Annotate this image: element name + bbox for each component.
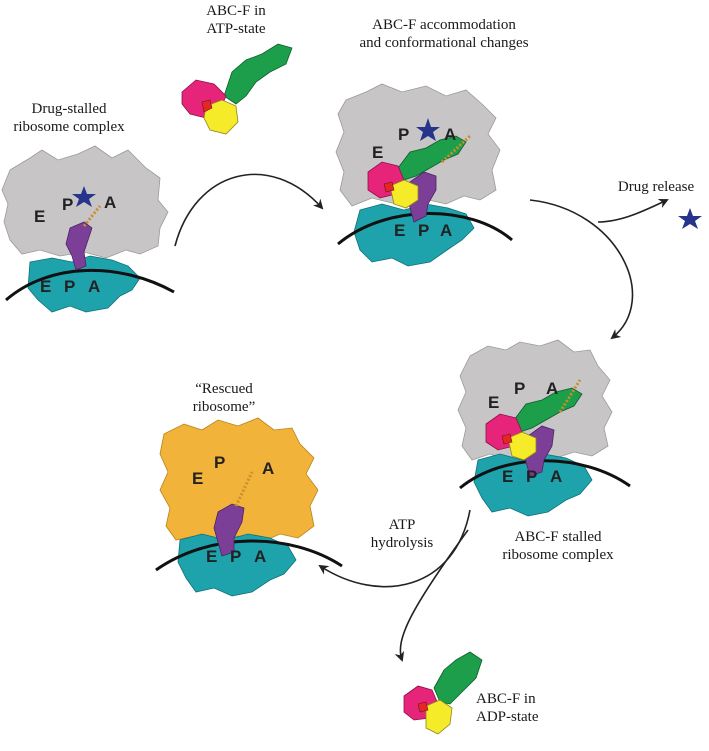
- site-e-large: E: [192, 469, 203, 488]
- trna-tether: [82, 205, 102, 227]
- arrows: [174, 173, 669, 662]
- label-atp-hydrolysis: ATP hydrolysis: [362, 516, 442, 552]
- site-p-small: P: [64, 277, 75, 296]
- site-p-large: P: [214, 453, 225, 472]
- abcf-yellow-domain: [389, 179, 419, 209]
- label-abcf-adp-line1: ABC-F in: [476, 691, 536, 707]
- abcf-red-atp: [383, 181, 395, 193]
- abcf-yellow-domain: [425, 699, 453, 735]
- site-e-large: E: [34, 207, 45, 226]
- small-subunit: [177, 533, 297, 597]
- site-e-large: E: [488, 393, 499, 412]
- label-abcf-atp-line1: ABC-F in: [206, 3, 266, 19]
- abcf-red-atp: [501, 433, 513, 445]
- mrna-strand: [155, 539, 343, 572]
- site-p-large: P: [514, 379, 525, 398]
- site-a-small: A: [88, 277, 100, 296]
- released-drug-star: [678, 208, 702, 229]
- arrow-stalled-to-accommodation: [174, 173, 324, 247]
- site-e-small: E: [394, 221, 405, 240]
- label-rescued-line1: “Rescued: [195, 381, 253, 397]
- site-e-small: E: [502, 467, 513, 486]
- abcf-stalled-complex: E P A E P A: [457, 339, 631, 517]
- nascent-peptide: [213, 503, 245, 557]
- label-abcf-stalled: ABC-F stalled ribosome complex: [488, 528, 628, 564]
- drug-stalled-complex: E P A E P A: [1, 145, 175, 313]
- label-accommodation: ABC-F accommodation and conformational c…: [344, 16, 544, 52]
- label-drug-release-line: Drug release: [617, 179, 695, 195]
- label-abcf-adp-state: ABC-F in ADP-state: [476, 690, 566, 726]
- label-atp-hydrolysis-line2: hydrolysis: [370, 535, 434, 551]
- abcf-red-atp: [201, 99, 213, 113]
- abcf-yellow-domain: [203, 99, 239, 135]
- label-drug-stalled-line2: ribosome complex: [13, 119, 125, 135]
- site-a-small: A: [254, 547, 266, 566]
- label-drug-stalled: Drug-stalled ribosome complex: [4, 100, 134, 136]
- mrna-strand: [337, 212, 513, 246]
- mrna-strand: [5, 269, 175, 302]
- drug-star: [416, 118, 440, 141]
- label-rescued-ribosome: “Rescued ribosome”: [174, 380, 274, 416]
- site-p-large: P: [398, 125, 409, 144]
- label-drug-stalled-line1: Drug-stalled: [31, 101, 107, 117]
- arrow-to-adp-state: [394, 529, 469, 662]
- nascent-peptide: [65, 221, 93, 271]
- abcf-atp-protein: [181, 43, 293, 135]
- site-p-small: P: [230, 547, 241, 566]
- abcf-green-arm: [397, 135, 467, 181]
- label-abcf-atp-line2: ATP-state: [206, 21, 266, 37]
- abcf-green-arm: [223, 43, 293, 105]
- label-atp-hydrolysis-line1: ATP: [388, 517, 416, 533]
- site-a-small: A: [440, 221, 452, 240]
- label-drug-release: Drug release: [606, 178, 706, 196]
- label-abcf-stalled-line2: ribosome complex: [502, 547, 614, 563]
- site-e-small: E: [40, 277, 51, 296]
- site-a-large: A: [104, 193, 116, 212]
- abcf-green-arm: [513, 387, 583, 433]
- label-accommodation-line2: and conformational changes: [359, 35, 529, 51]
- site-a-large: A: [444, 125, 456, 144]
- abcf-green-arm: [433, 651, 483, 705]
- site-a-large: A: [262, 459, 274, 478]
- arrow-accommodation-to-stalled: [529, 199, 634, 340]
- site-a-large: A: [546, 379, 558, 398]
- label-rescued-line2: ribosome”: [192, 399, 256, 415]
- drug-star: [72, 186, 96, 207]
- label-abcf-atp-state: ABC-F in ATP-state: [186, 2, 286, 38]
- large-subunit: [159, 417, 319, 543]
- rescued-ribosome: E P A E P A: [155, 417, 343, 597]
- abcf-adp-protein: [403, 651, 483, 735]
- site-a-small: A: [550, 467, 562, 486]
- accommodation-complex: E P A E P A: [335, 83, 513, 267]
- abcf-red-adp: [417, 701, 429, 713]
- site-p-small: P: [526, 467, 537, 486]
- label-abcf-adp-line2: ADP-state: [476, 709, 539, 725]
- site-p-large: P: [62, 195, 73, 214]
- site-e-large: E: [372, 143, 383, 162]
- site-p-small: P: [418, 221, 429, 240]
- label-abcf-stalled-line1: ABC-F stalled: [514, 529, 602, 545]
- abcf-yellow-domain: [507, 431, 537, 461]
- site-e-small: E: [206, 547, 217, 566]
- label-accommodation-line1: ABC-F accommodation: [372, 17, 516, 33]
- arrow-to-rescued: [318, 509, 471, 588]
- arrow-drug-release: [597, 198, 669, 223]
